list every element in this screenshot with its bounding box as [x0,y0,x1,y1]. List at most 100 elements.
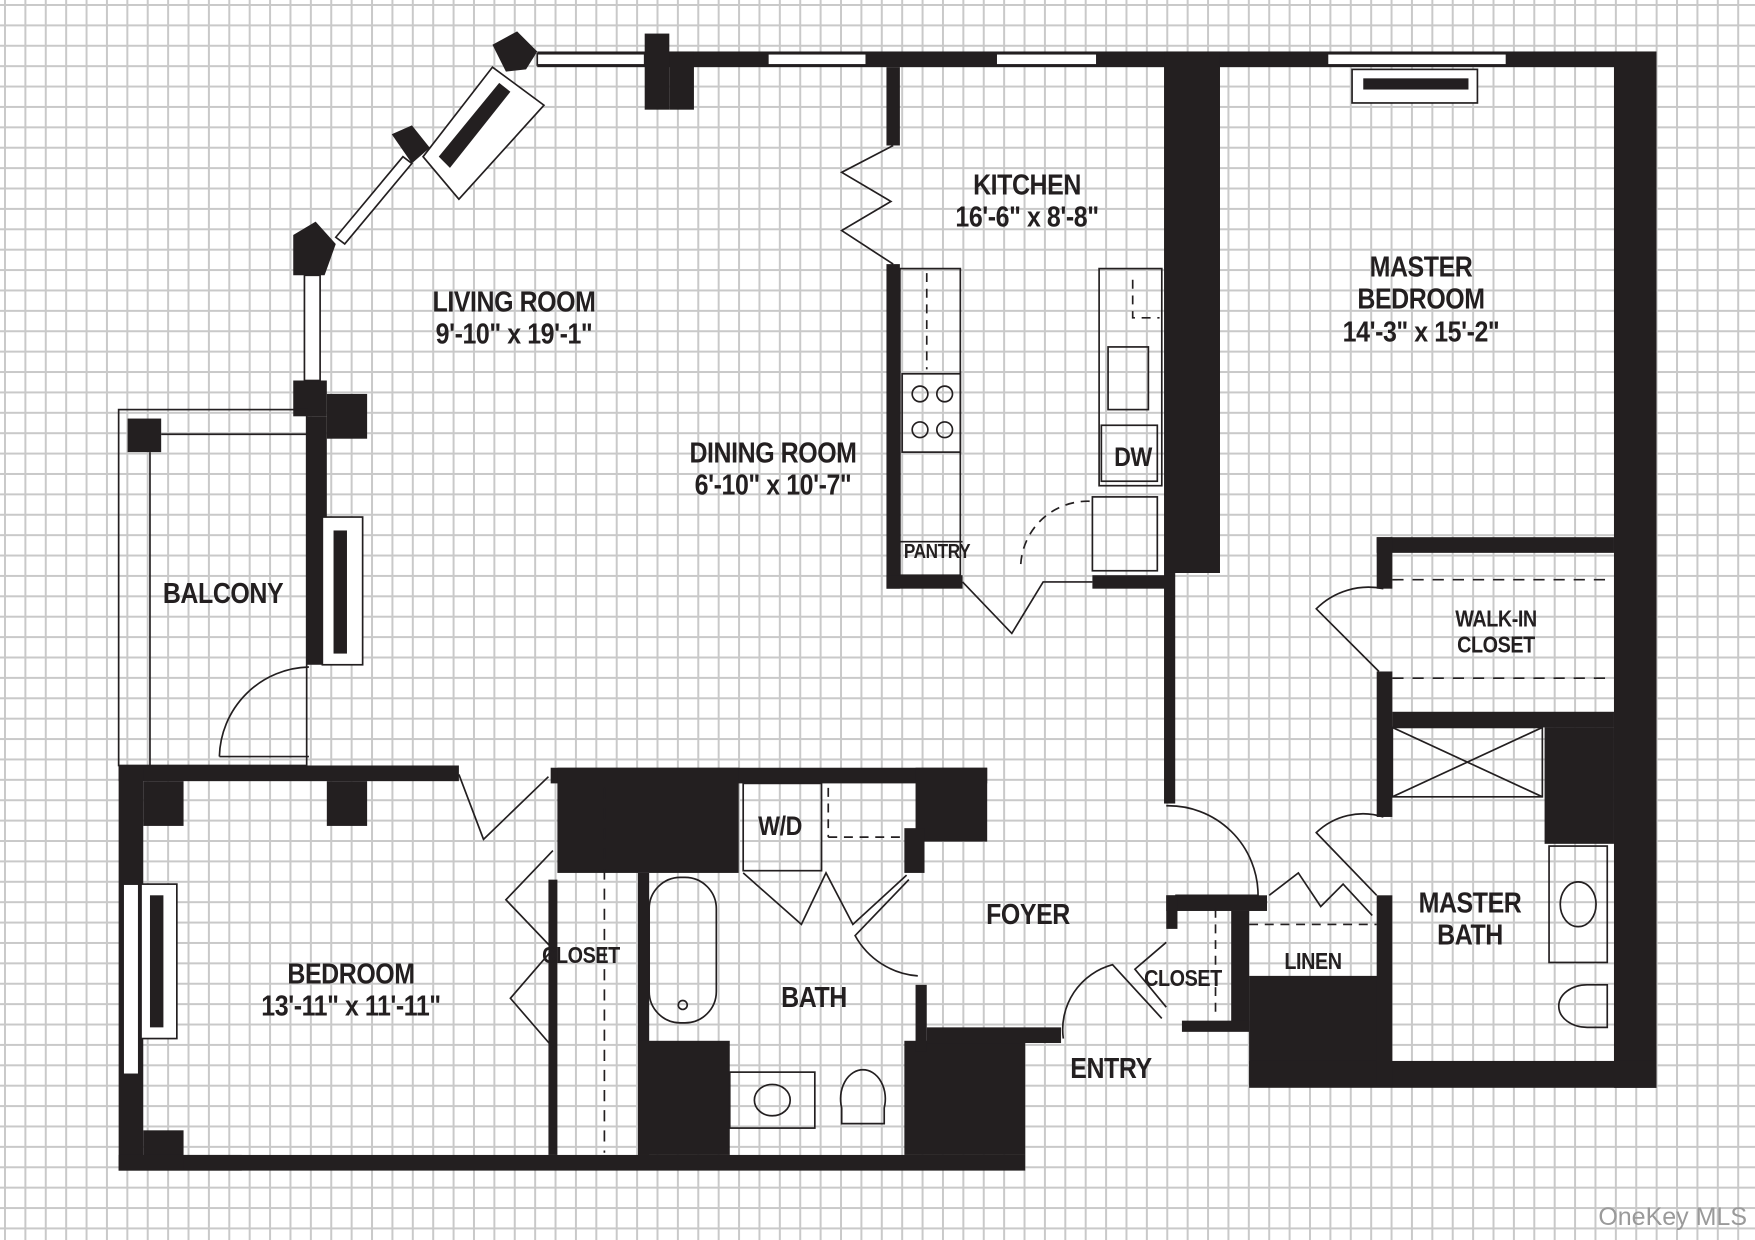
wall-foyer-bottom [926,1027,1062,1044]
wall-bedroom-top [118,765,459,782]
wall-top-pier [644,33,670,110]
wall-bath-bottom-left [637,1040,730,1155]
room-dimensions: 9'-10" x 19'-1" [435,319,593,351]
label-kitchen: KITCHEN 16'-6" x 8'-8" [944,170,1111,235]
label-master-bedroom: MASTER BEDROOM 14'-3" x 15'-2" [1330,251,1512,348]
wall-living-left [293,380,327,417]
wall-entry-closet-right [1231,910,1250,1030]
room-name-line2: CLOSET [1457,631,1535,657]
label-linen: LINEN [1280,948,1347,975]
door-linen [1268,871,1373,917]
wall-right [1613,51,1657,1088]
window-top-3 [995,52,1098,66]
heater-bay-bar [438,82,511,168]
wall-master-bath-left [1376,895,1393,1086]
room-name: BEDROOM [287,958,415,991]
window-bay-1 [334,155,414,246]
room-name: LIVING ROOM [432,286,596,319]
wall-walkin-left-lower [1376,671,1393,817]
wall-bay-corner [492,31,538,72]
wall-bath-block-right [915,767,988,842]
door-kitchen-fold [839,144,894,265]
heater-bay [422,65,546,201]
room-name: CLOSET [1144,965,1222,992]
window-top-2 [766,52,868,66]
watermark: OneKey MLS [1598,1203,1747,1231]
master-toilet [1557,983,1609,1029]
wall-master-bottom [1249,1060,1657,1088]
door-bath [854,879,918,977]
kitchen-sink [1107,346,1150,411]
wall-bath-bottom-right [904,1040,1026,1155]
room-name: BATH [781,981,847,1014]
room-dimensions: 6'-10" x 10'-7" [694,470,852,502]
label-balcony: BALCONY [153,578,293,610]
door-master [1166,804,1259,897]
wall-bay-pier-2 [293,221,336,276]
label-living-room: LIVING ROOM 9'-10" x 19'-1" [419,287,608,352]
door-pantry [961,581,1093,635]
window-living-left [303,274,321,382]
label-bedroom-closet: CLOSET [536,942,626,969]
label-entry-closet: CLOSET [1138,965,1228,992]
room-name: DW [1114,441,1152,472]
wall-walkin-top [1376,537,1614,553]
door-fridge [1019,500,1093,565]
wall-bath-left [637,872,650,1155]
shower [1391,726,1544,798]
label-master-bath: MASTER BATH [1410,888,1529,953]
room-name-line2: BEDROOM [1357,283,1485,316]
heater-living-bar [333,530,347,654]
label-walk-in-closet: WALK-IN CLOSET [1449,605,1544,658]
wall-entry-bottom [1181,1020,1250,1032]
room-name: W/D [758,810,802,841]
wall-bedroom-corner [143,781,184,826]
wall-bath-right-pier [904,828,925,873]
bath-sink [728,1071,816,1129]
wall-kitchen-bottom-right [1092,575,1171,589]
wall-bath-right [915,984,927,1052]
room-name: BALCONY [162,577,284,610]
door-balcony [218,666,309,757]
wall-kitchen-left-lower [886,264,900,589]
room-name: CLOSET [542,942,620,969]
door-walkin [1315,586,1384,673]
wall-kitchen-bottom [886,575,963,589]
wall-bottom-long [183,1154,1026,1171]
room-name-line2: BATH [1437,920,1503,952]
label-bedroom: BEDROOM 13'-11" x 11'-11" [247,959,456,1024]
door-entry-closet [1133,941,1167,1008]
window-top-4 [1326,52,1508,66]
wall-kitchen-master [1164,51,1220,573]
label-bath: BATH [776,982,852,1014]
label-foyer: FOYER [979,899,1076,931]
washer-dryer [742,782,823,872]
room-name: ENTRY [1070,1052,1152,1085]
door-bedroom [458,774,550,841]
room-name: DINING ROOM [689,437,857,470]
room-dimensions: 13'-11" x 11'-11" [261,991,441,1023]
room-name-line1: MASTER [1369,251,1473,284]
bath-toilet [839,1069,887,1125]
balcony-outline [117,408,308,767]
door-master-bath [1315,812,1384,896]
heater-master-bar [1363,78,1469,90]
wall-walkin-bottom [1392,711,1614,728]
window-bedroom-left [122,883,140,1076]
kitchen-counter-right [1098,267,1163,487]
room-name-line1: MASTER [1418,887,1522,920]
wall-bath-block-left [557,767,739,873]
kitchen-counter-left [899,267,962,577]
window-top-1 [536,52,646,66]
door-wd [742,871,908,926]
label-pantry: PANTRY [899,541,976,563]
room-name: KITCHEN [973,169,1081,202]
wall-top-pier-2 [669,51,694,110]
door-entry [1061,963,1163,1039]
wall-entry-closet-left [1166,895,1178,929]
wall-entry-closet-top [1166,895,1268,911]
heater-bedroom-bar [149,895,164,1028]
label-washer-dryer: W/D [755,811,806,841]
wall-master-bath-pier [1544,727,1614,844]
